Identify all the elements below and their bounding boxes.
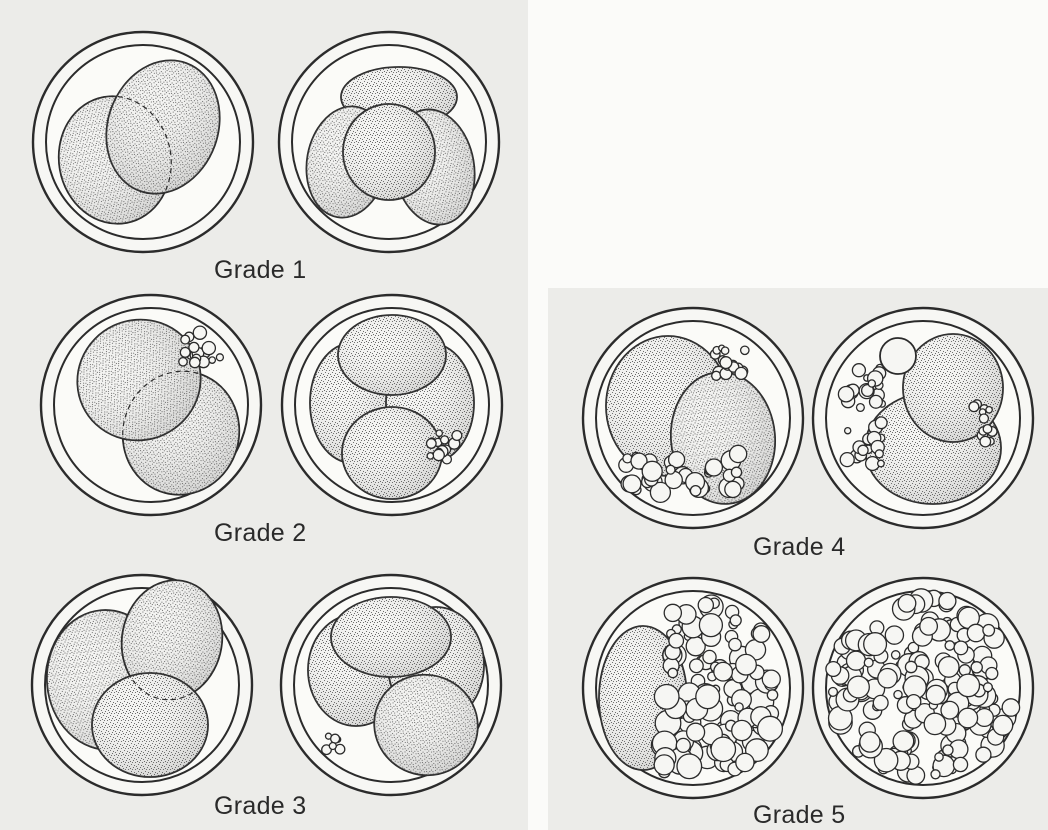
grade-3-embryo-four-cell: [271, 565, 511, 805]
grade-2-label: Grade 2: [214, 519, 306, 548]
grade-4-embryo-fragmented-alt: [803, 298, 1043, 538]
grade-1-embryo-two-cell: [23, 22, 263, 262]
grade-2-embryo-two-cell: [31, 285, 271, 525]
grade-5-label: Grade 5: [753, 801, 845, 830]
grade-5-embryo-fully-fragmented: [803, 568, 1043, 808]
grade-5-embryo-heavily-fragmented: [573, 568, 813, 808]
grade-3-label: Grade 3: [214, 792, 306, 821]
grade-4-embryo-fragmented: [573, 298, 813, 538]
grade-4-label: Grade 4: [753, 533, 845, 562]
grade-3-embryo-two-cell: [22, 565, 262, 805]
grade-1-label: Grade 1: [214, 256, 306, 285]
grade-1-embryo-four-cell: [269, 22, 509, 262]
grade-2-embryo-four-cell: [272, 285, 512, 525]
